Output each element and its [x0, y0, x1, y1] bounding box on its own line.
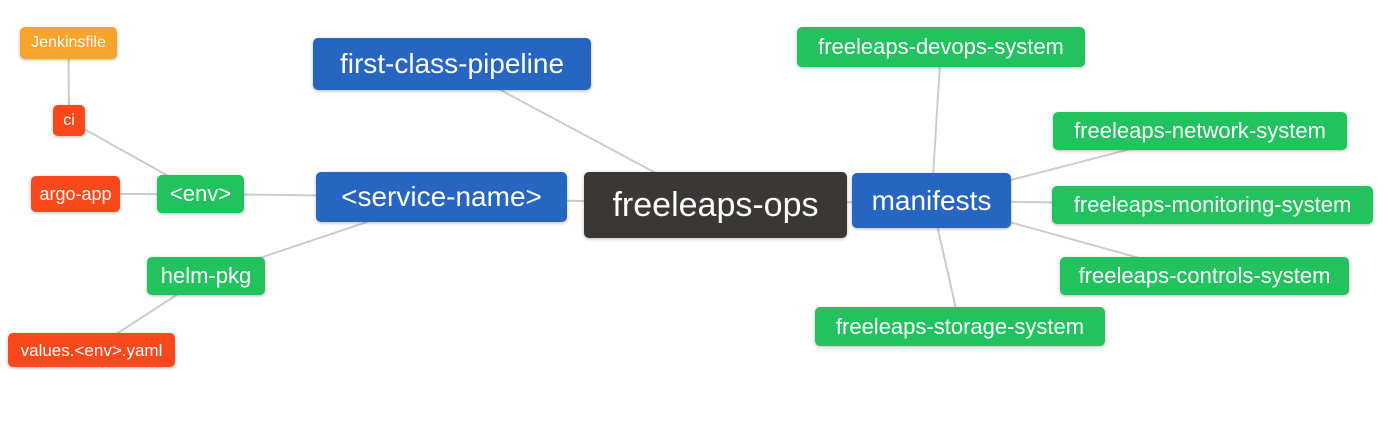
node-label: Jenkinsfile — [31, 34, 106, 51]
node-label: helm-pkg — [160, 263, 252, 288]
node-env[interactable]: <env> — [157, 175, 244, 213]
node-manifests[interactable]: manifests — [852, 173, 1011, 228]
node-freeleaps-controls-system[interactable]: freeleaps-controls-system — [1060, 257, 1349, 295]
node-freeleaps-storage-system[interactable]: freeleaps-storage-system — [815, 307, 1105, 346]
node-first-class-pipeline[interactable]: first-class-pipeline — [313, 38, 591, 90]
node-label: freeleaps-controls-system — [1078, 263, 1331, 288]
node-jenkinsfile[interactable]: Jenkinsfile — [20, 27, 117, 59]
node-label: argo-app — [39, 184, 112, 204]
node-helm-pkg[interactable]: helm-pkg — [147, 257, 265, 295]
node-label: <env> — [169, 181, 232, 206]
node-freeleaps-monitoring-system[interactable]: freeleaps-monitoring-system — [1052, 186, 1373, 224]
node-label: freeleaps-storage-system — [835, 313, 1085, 339]
node-label: manifests — [871, 184, 992, 216]
node-service-name[interactable]: <service-name> — [316, 172, 567, 222]
node-values-env-yaml[interactable]: values.<env>.yaml — [8, 333, 175, 367]
node-freeleaps-network-system[interactable]: freeleaps-network-system — [1053, 112, 1347, 150]
node-label: <service-name> — [341, 181, 542, 212]
node-freeleaps-ops[interactable]: freeleaps-ops — [584, 172, 847, 238]
node-label: first-class-pipeline — [339, 48, 565, 79]
node-label: freeleaps-devops-system — [818, 34, 1064, 59]
node-argo-app[interactable]: argo-app — [31, 176, 120, 212]
node-label: freeleaps-network-system — [1074, 118, 1326, 143]
node-freeleaps-devops-system[interactable]: freeleaps-devops-system — [797, 27, 1085, 67]
node-label: ci — [63, 111, 75, 129]
node-ci[interactable]: ci — [53, 105, 85, 136]
node-label: values.<env>.yaml — [20, 340, 163, 360]
node-label: freeleaps-ops — [612, 186, 819, 224]
node-label: freeleaps-monitoring-system — [1073, 192, 1352, 217]
